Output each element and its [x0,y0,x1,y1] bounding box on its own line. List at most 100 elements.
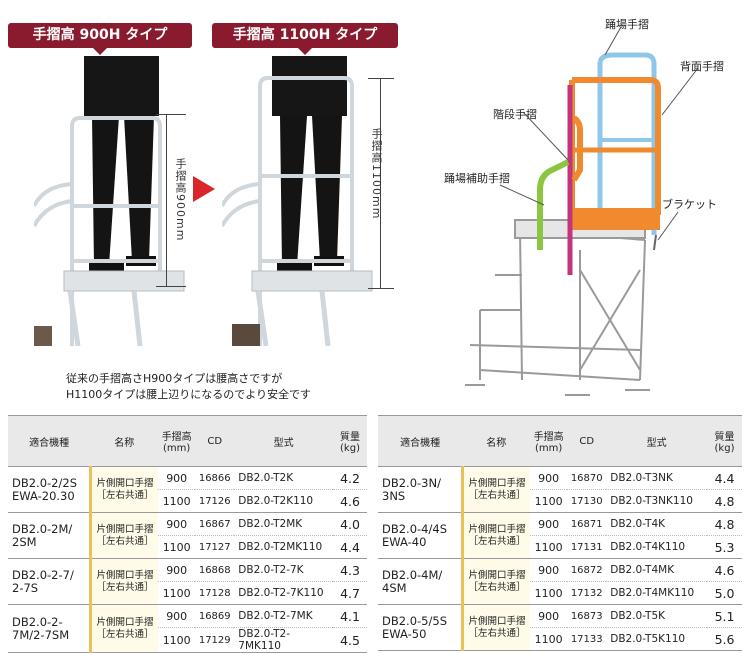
cd-cell: 17132 [567,581,607,605]
weight-cell: 5.6 [707,627,742,651]
weight-cell: 4.5 [333,627,367,653]
type-cell: DB2.0-T4K [606,512,708,536]
table-row: 1100 17129 DB2.0-T2-7MK110 4.5 [8,627,367,653]
name-cell: 片側開口手摺 ［左右共通］ [88,466,159,513]
cd-cell: 17127 [195,535,235,559]
height-cell: 1100 [158,535,196,559]
model-cell: DB2.0-2M/ 2SM [8,512,91,559]
weight-cell: 5.3 [707,535,742,559]
label-bracket: ブラケット [662,198,717,211]
cd-cell: 16873 [567,604,607,628]
arrow-right-icon [193,176,215,202]
table-row: 1100 17131 DB2.0-T4K110 5.3 [378,535,742,559]
cd-cell: 16869 [195,604,235,628]
dim-tick-1100-top [368,78,394,79]
dim-tick-900-bot [156,286,186,287]
model-cell: DB2.0-2-7/ 2-7S [8,558,91,605]
type-cell: DB2.0-T3NK [606,466,708,490]
header-weight: 質量 (kg) [707,415,742,467]
dim-label-900: 手摺高900mm [174,158,187,242]
type-cell: DB2.0-T2-7K [234,558,334,582]
name-cell: 片側開口手摺 ［左右共通］ [88,512,159,559]
type-cell: DB2.0-T2-7K110 [234,581,334,605]
weight-cell: 4.4 [707,466,742,490]
table-row: DB2.0-2- 7M/2-7SM 片側開口手摺 ［左右共通］ 900 1686… [8,604,367,653]
spec-table-right: 適合機種 名称 手摺高 (mm) CD 型式 質量 (kg) DB2.0-3N/… [378,415,742,651]
table-row: DB2.0-3N/ 3NS 片側開口手摺 ［左右共通］ 900 16870 DB… [378,466,742,513]
weight-cell: 5.1 [707,604,742,628]
height-cell: 900 [530,558,568,582]
type-cell: DB2.0-T2-7MK [234,604,334,628]
dim-tick-900-top [156,114,186,115]
table-row: DB2.0-2-7/ 2-7S 片側開口手摺 ［左右共通］ 900 16868 … [8,558,367,605]
model-cell: DB2.0-2/2S EWA-20.30 [8,466,91,513]
type-cell: DB2.0-T4K110 [606,535,708,559]
header-cd: CD [195,415,235,467]
header-height: 手摺高 (mm) [530,415,568,467]
label-platform-aux-rail: 踊場補助手摺 [444,172,510,185]
type-cell: DB2.0-T2-7MK110 [234,627,334,653]
height-cell: 1100 [530,535,568,559]
cd-cell: 17129 [195,627,235,653]
type-cell: DB2.0-T2MK [234,512,334,536]
header-name: 名称 [462,415,531,467]
type-cell: DB2.0-T3NK110 [606,489,708,513]
header-model: 適合機種 [8,415,91,467]
height-cell: 1100 [158,627,196,653]
weight-cell: 5.0 [707,581,742,605]
type-cell: DB2.0-T4MK [606,558,708,582]
height-cell: 1100 [530,581,568,605]
table-row: 1100 17128 DB2.0-T2-7K110 4.7 [8,581,367,605]
model-cell: DB2.0-5/5S EWA-50 [378,604,463,651]
tag-1100h: 手摺高 1100H タイプ [212,23,398,55]
model-cell: DB2.0-3N/ 3NS [378,466,463,513]
label-stair-rail: 階段手摺 [493,108,537,121]
weight-cell: 4.6 [333,489,367,513]
weight-cell: 4.8 [707,489,742,513]
cd-cell: 17126 [195,489,235,513]
table-row: DB2.0-4/4S EWA-40 片側開口手摺 ［左右共通］ 900 1687… [378,512,742,559]
table-row: DB2.0-2M/ 2SM 片側開口手摺 ［左右共通］ 900 16867 DB… [8,512,367,559]
cd-cell: 17130 [567,489,607,513]
height-cell: 900 [530,466,568,490]
cd-cell: 16868 [195,558,235,582]
height-cell: 1100 [530,489,568,513]
weight-cell: 4.6 [707,558,742,582]
height-cell: 900 [158,604,196,628]
tag-900h: 手摺高 900H タイプ [8,23,192,55]
model-cell: DB2.0-4M/ 4SM [378,558,463,605]
header-model: 適合機種 [378,415,463,467]
name-cell: 片側開口手摺 ［左右共通］ [460,512,531,559]
weight-cell: 4.3 [333,558,367,582]
header-name: 名称 [90,415,159,467]
name-cell: 片側開口手摺 ［左右共通］ [460,604,531,651]
weight-cell: 4.2 [333,466,367,490]
table-row: 1100 17127 DB2.0-T2MK110 4.4 [8,535,367,559]
header-type: 型式 [234,415,334,467]
name-cell: 片側開口手摺 ［左右共通］ [460,466,531,513]
height-cell: 1100 [158,581,196,605]
table-row: 1100 17126 DB2.0-T2K110 4.6 [8,489,367,513]
header-cd: CD [567,415,607,467]
cd-cell: 17133 [567,627,607,651]
weight-cell: 4.1 [333,604,367,628]
height-cell: 1100 [158,489,196,513]
height-cell: 900 [530,604,568,628]
label-platform-rail: 踊場手摺 [605,18,649,31]
model-cell: DB2.0-4/4S EWA-40 [378,512,463,559]
table-row: 1100 17132 DB2.0-T4MK110 5.0 [378,581,742,605]
weight-cell: 4.8 [707,512,742,536]
model-cell: DB2.0-2- 7M/2-7SM [8,604,91,653]
cd-cell: 17128 [195,581,235,605]
table-row: DB2.0-4M/ 4SM 片側開口手摺 ［左右共通］ 900 16872 DB… [378,558,742,605]
table-row: DB2.0-5/5S EWA-50 片側開口手摺 ［左右共通］ 900 1687… [378,604,742,651]
dim-line-900 [166,114,167,286]
table-row: DB2.0-2/2S EWA-20.30 片側開口手摺 ［左右共通］ 900 1… [8,466,367,513]
dim-tick-1100-bot [368,288,394,289]
cd-cell: 16866 [195,466,235,490]
weight-cell: 4.4 [333,535,367,559]
weight-cell: 4.0 [333,512,367,536]
name-cell: 片側開口手摺 ［左右共通］ [88,558,159,605]
name-cell: 片側開口手摺 ［左右共通］ [88,604,159,653]
cd-cell: 16870 [567,466,607,490]
